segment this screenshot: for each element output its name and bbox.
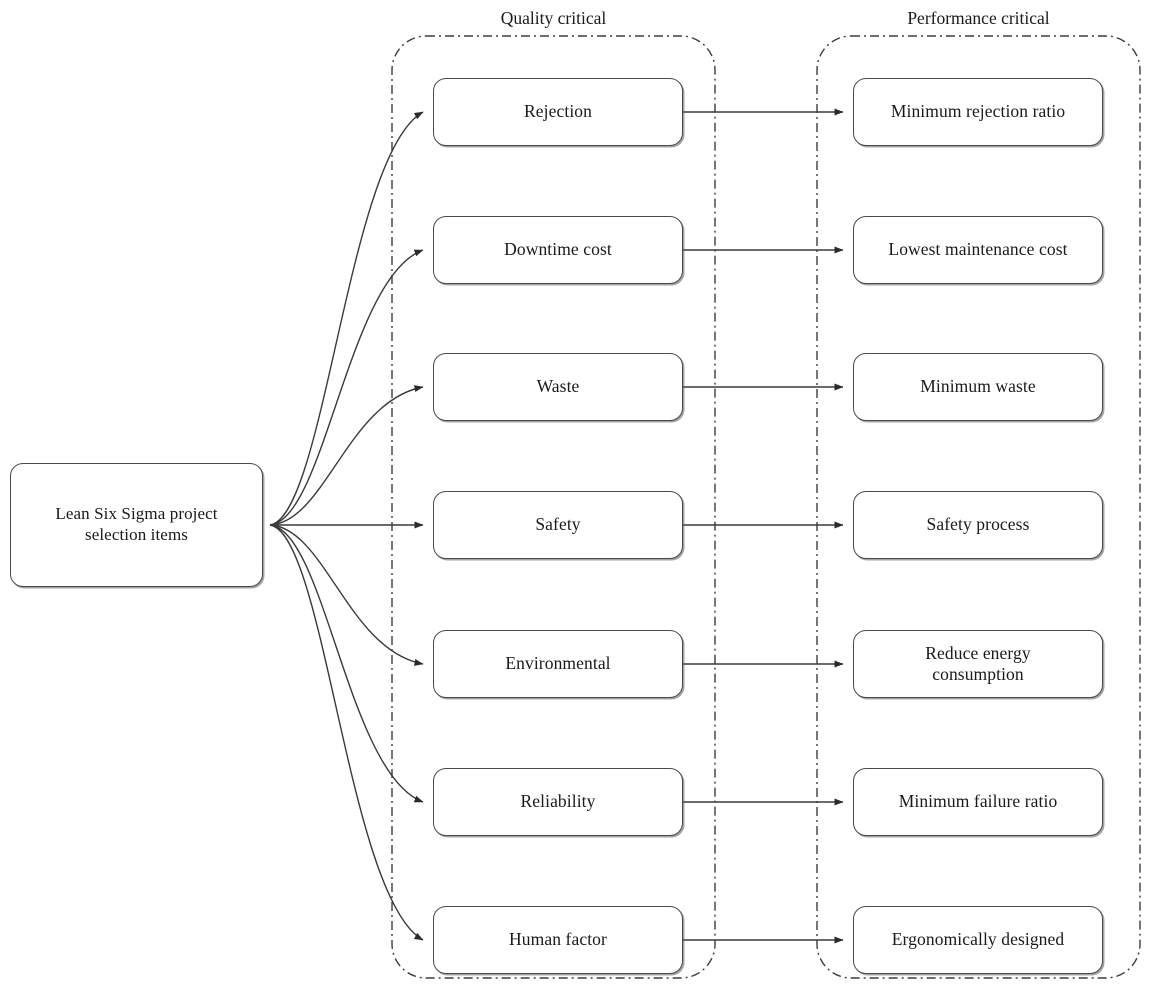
node-root[interactable]: Lean Six Sigma project selection items — [10, 463, 263, 587]
node-quality-downtime-cost-label: Downtime cost — [504, 239, 612, 260]
node-performance-safety-process-label: Safety process — [926, 514, 1030, 535]
node-quality-human-factor-label: Human factor — [509, 929, 607, 950]
node-performance-lowest-maintenance-cost[interactable]: Lowest maintenance cost — [853, 216, 1103, 284]
node-quality-reliability[interactable]: Reliability — [433, 768, 683, 836]
node-quality-reliability-label: Reliability — [520, 791, 596, 812]
node-quality-rejection-label: Rejection — [524, 101, 592, 122]
node-quality-rejection[interactable]: Rejection — [433, 78, 683, 146]
node-root-label: Lean Six Sigma project selection items — [55, 504, 218, 544]
node-quality-human-factor[interactable]: Human factor — [433, 906, 683, 974]
node-performance-minimum-rejection-ratio[interactable]: Minimum rejection ratio — [853, 78, 1103, 146]
node-quality-safety-label: Safety — [535, 514, 581, 535]
node-quality-environmental-label: Environmental — [505, 653, 611, 674]
node-performance-reduce-energy-consumption[interactable]: Reduce energy consumption — [853, 630, 1103, 698]
node-quality-downtime-cost[interactable]: Downtime cost — [433, 216, 683, 284]
node-performance-minimum-rejection-ratio-label: Minimum rejection ratio — [890, 101, 1066, 122]
node-performance-minimum-waste[interactable]: Minimum waste — [853, 353, 1103, 421]
node-performance-lowest-maintenance-cost-label: Lowest maintenance cost — [888, 239, 1068, 260]
node-quality-safety[interactable]: Safety — [433, 491, 683, 559]
node-performance-ergonomically-designed[interactable]: Ergonomically designed — [853, 906, 1103, 974]
group-label-performance-critical: Performance critical — [907, 8, 1050, 28]
node-performance-ergonomically-designed-label: Ergonomically designed — [891, 929, 1065, 950]
node-quality-waste[interactable]: Waste — [433, 353, 683, 421]
node-quality-waste-label: Waste — [536, 376, 580, 397]
node-performance-minimum-failure-ratio[interactable]: Minimum failure ratio — [853, 768, 1103, 836]
node-performance-minimum-failure-ratio-label: Minimum failure ratio — [898, 791, 1058, 812]
node-performance-reduce-energy-consumption-label: Reduce energy consumption — [925, 642, 1031, 684]
node-quality-environmental[interactable]: Environmental — [433, 630, 683, 698]
node-performance-minimum-waste-label: Minimum waste — [920, 376, 1036, 397]
node-performance-safety-process[interactable]: Safety process — [853, 491, 1103, 559]
group-label-quality-critical: Quality critical — [500, 8, 607, 28]
